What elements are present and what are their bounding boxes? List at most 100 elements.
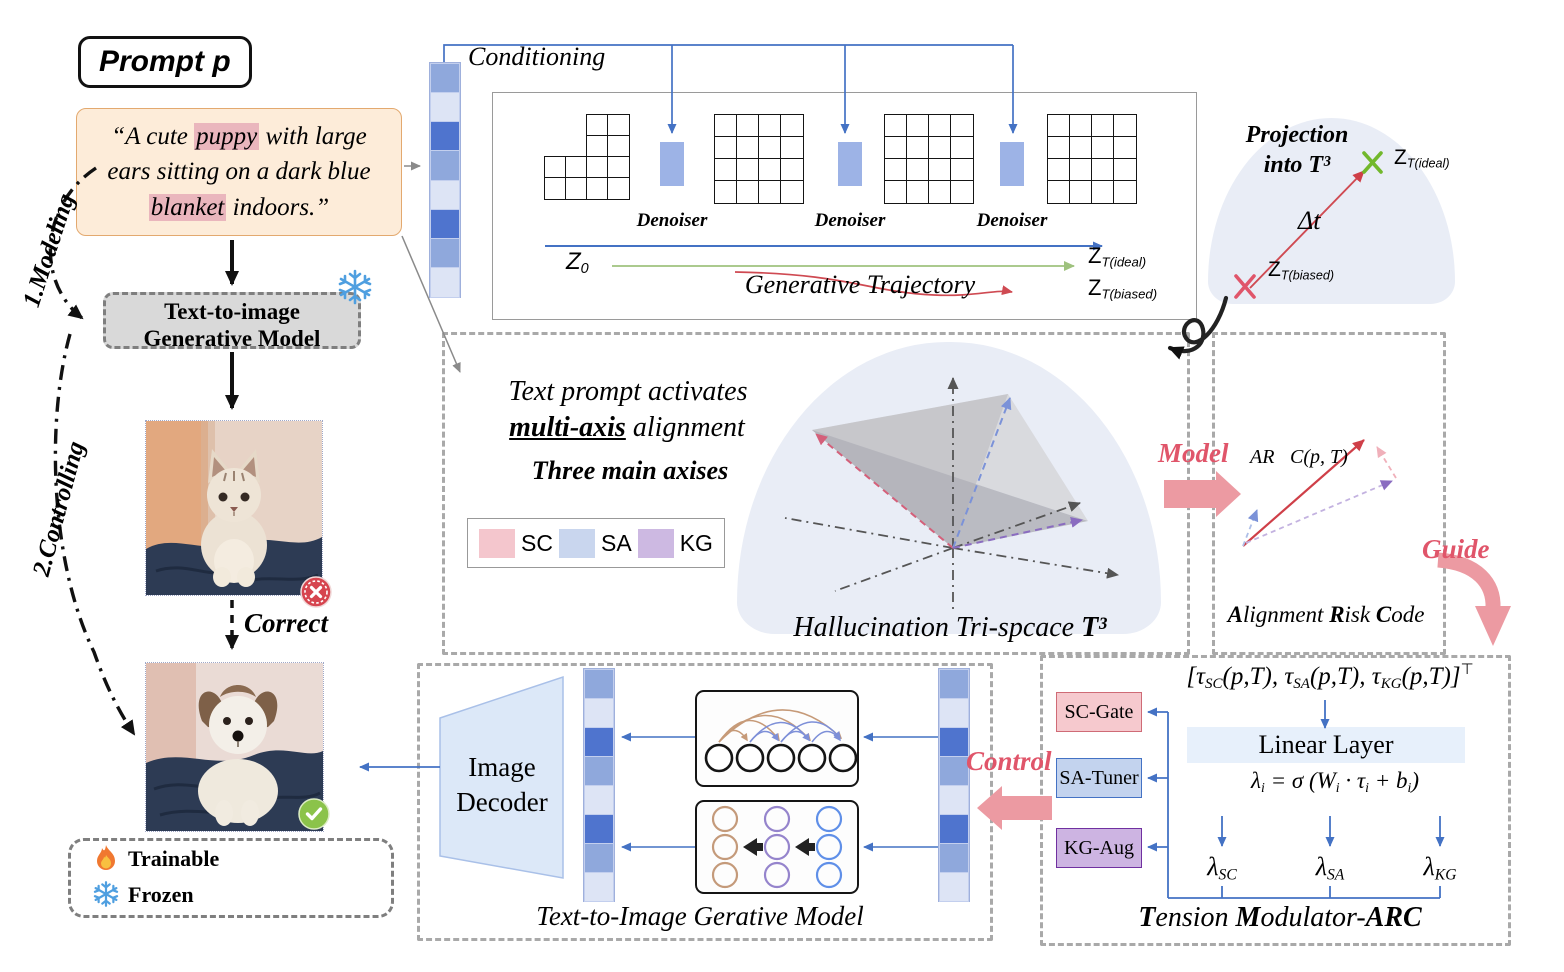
- stage-1-modeling-label: 1.Modeling: [18, 190, 80, 311]
- embedding-cell: [430, 91, 460, 122]
- embedding-cell: [584, 755, 614, 786]
- biased-kitten-image: [145, 420, 323, 596]
- t2i-model-line1: Text-to-image: [164, 299, 300, 324]
- trainable-label: Trainable: [128, 846, 220, 871]
- correct-badge-icon: [298, 798, 330, 830]
- generator-right-embedding-strip: [938, 668, 970, 902]
- arc-caption: Alignment Risk Code: [1227, 602, 1425, 627]
- t2i-model-box: Text-to-image Generative Model: [103, 292, 361, 352]
- projection-title-line1: Projection: [1245, 122, 1349, 148]
- wrong-badge-icon: [300, 576, 332, 608]
- modulator-caption: Tension Modulator-ARC: [1138, 902, 1422, 933]
- guide-label: Guide: [1422, 534, 1490, 564]
- denoiser-block-2: [838, 142, 862, 186]
- t2i-model-line2: Generative Model: [143, 326, 321, 352]
- sc-label: SC: [521, 529, 553, 556]
- embedding-cell: [939, 726, 969, 757]
- embedding-cell: [584, 726, 614, 757]
- embedding-cell: [584, 784, 614, 815]
- conditioning-label: Conditioning: [468, 42, 606, 71]
- embedding-cell: [939, 813, 969, 844]
- generator-caption: Text-to-Image Gerative Model: [536, 901, 864, 931]
- denoiser-label-2: Denoiser: [814, 210, 886, 231]
- lambda-kg-label: λKG: [1423, 852, 1457, 884]
- guide-block-arrow: [1437, 552, 1511, 646]
- embedding-cell: [584, 697, 614, 728]
- generator-left-embedding-strip: [583, 668, 615, 902]
- projection-title: Projection into T³: [1222, 120, 1372, 180]
- prompt-tag: Prompt p: [78, 36, 252, 88]
- latent-grid-noisy: [544, 114, 630, 200]
- linear-layer-box: Linear Layer: [1187, 727, 1465, 763]
- self-attention-box: [695, 690, 859, 787]
- latent-grid-clean: [1047, 114, 1137, 204]
- stage-2-controlling-label: 2.Controlling: [28, 438, 90, 579]
- sc-gate-box: SC-Gate: [1056, 692, 1142, 732]
- attention-arcs-graphic: [704, 709, 857, 773]
- trispace-caption: Hallucination Tri-spcace T³: [793, 612, 1107, 643]
- delta-t-label: Δt: [1298, 206, 1321, 235]
- embedding-cell: [430, 121, 460, 152]
- fire-icon: [97, 845, 115, 871]
- embedding-cell: [430, 208, 460, 239]
- denoiser-label-3: Denoiser: [976, 210, 1048, 231]
- embedding-cell: [430, 238, 460, 269]
- embedding-cell: [584, 842, 614, 873]
- embedding-cell: [939, 697, 969, 728]
- trispace-text-line1: Text prompt activates: [508, 376, 748, 407]
- embedding-cell: [430, 62, 460, 93]
- frozen-label: Frozen: [128, 882, 194, 907]
- prompt-text: “A cute puppy with large ears sitting on…: [107, 122, 371, 221]
- token-propagation-box: [695, 800, 859, 894]
- corrected-puppy-image: [145, 662, 324, 832]
- zt-ideal-label: ZT(ideal): [1088, 243, 1147, 270]
- embedding-cell: [584, 668, 614, 699]
- snowflake-icon: [338, 269, 372, 305]
- embedding-cell: [939, 668, 969, 699]
- model-label: Model: [1158, 438, 1229, 468]
- trispace-text-line3: Three main axises: [531, 456, 729, 485]
- generative-trajectory-label: Generative Trajectory: [744, 270, 976, 299]
- projection-zt-ideal-label: ZT(ideal): [1394, 146, 1450, 171]
- tau-vector-formula: [τSC(p,T), τSA(p,T), τKG(p,T)]⊤: [1186, 662, 1474, 692]
- embedding-cell: [939, 871, 969, 902]
- embedding-cell: [939, 755, 969, 786]
- kg-aug-box: KG-Aug: [1056, 828, 1142, 868]
- image-decoder-label: Image Decoder: [456, 752, 548, 818]
- projection-title-line2: into T³: [1263, 152, 1331, 178]
- arc-vector-label: AR⃗C(p, T): [1250, 446, 1348, 468]
- latent-grid-3: [884, 114, 974, 204]
- lambda-sa-label: λSA: [1315, 852, 1345, 884]
- z0-label: Z0: [566, 248, 589, 278]
- zt-biased-label: ZT(biased): [1088, 275, 1158, 302]
- prompt-box: “A cute puppy with large ears sitting on…: [76, 108, 402, 236]
- embedding-cell: [584, 813, 614, 844]
- embedding-cell: [939, 784, 969, 815]
- token-columns-graphic: [711, 805, 843, 889]
- control-label: Control: [966, 746, 1052, 776]
- conditioning-embedding-strip: [429, 62, 461, 298]
- sa-swatch: [558, 528, 595, 558]
- latent-grid-2: [714, 114, 804, 204]
- lambda-formula: λi = σ (Wi · τi + bi): [1251, 768, 1419, 795]
- embedding-cell: [430, 150, 460, 181]
- train-frozen-legend-box: [68, 838, 394, 918]
- frozen-snowflake-icon: [93, 881, 119, 907]
- denoiser-block-3: [1000, 142, 1024, 186]
- axis-legend-box: SC SA KG: [467, 518, 725, 568]
- correct-label: Correct: [244, 608, 328, 638]
- embedding-cell: [430, 267, 460, 298]
- sa-label: SA: [601, 529, 632, 556]
- embedding-cell: [430, 179, 460, 210]
- projection-zt-biased-label: ZT(biased): [1268, 258, 1335, 283]
- embedding-cell: [584, 871, 614, 902]
- kg-label: KG: [679, 529, 713, 556]
- denoiser-label-1: Denoiser: [636, 210, 708, 231]
- embedding-cell: [939, 842, 969, 873]
- sc-swatch: [479, 528, 515, 558]
- sa-tuner-box: SA-Tuner: [1056, 758, 1142, 798]
- denoiser-block-1: [660, 142, 684, 186]
- trispace-text-line2: multi-axis alignment: [509, 412, 745, 443]
- kg-swatch: [637, 528, 674, 558]
